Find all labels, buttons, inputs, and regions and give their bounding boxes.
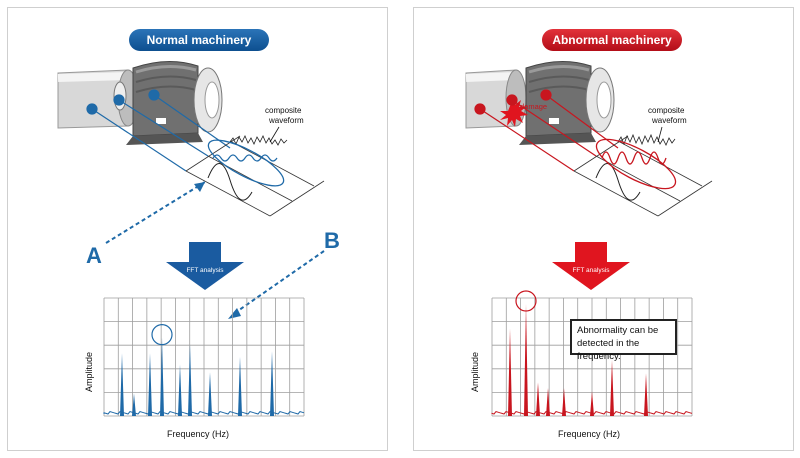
fft-arrow: FFT analysis — [166, 242, 244, 290]
spectrum-peak — [120, 353, 124, 416]
composite-label-line2: waveform — [651, 116, 687, 125]
arrow-b — [231, 250, 325, 316]
abnormal-machinery-title: Abnormal machinery — [542, 29, 682, 51]
fft-label: FFT analysis — [186, 267, 224, 274]
spectrum-peak — [132, 393, 136, 416]
measurement-arrows — [86, 89, 231, 172]
highlight-circle — [151, 324, 173, 346]
x-axis-label: Frequency (Hz) — [167, 429, 229, 439]
highlight-ellipse — [207, 139, 285, 187]
highlight-ellipse — [595, 138, 677, 190]
spectrum-peak — [238, 356, 242, 416]
spectrum-peak — [508, 328, 512, 416]
composite-label-line1: composite — [265, 106, 302, 115]
composite-label-line2: waveform — [268, 116, 304, 125]
normal-machinery-diagram: composite waveform A B FFT analysis Ampl… — [57, 60, 340, 439]
letter-b: B — [324, 228, 340, 253]
damage-label: damage — [520, 102, 547, 111]
motor-illustration — [465, 60, 615, 145]
spectrum-peak — [188, 344, 192, 416]
highlight-circle — [515, 290, 537, 312]
spectrum-peak — [590, 391, 594, 416]
abnormality-callout: Abnormality can be detected in the frequ… — [570, 319, 677, 362]
arrow-a — [105, 181, 206, 244]
chart-grid — [103, 297, 305, 417]
y-axis-label: Amplitude — [470, 352, 480, 392]
spectrum-peak — [610, 360, 614, 416]
spectrum-peak — [524, 304, 528, 416]
abnormal-machinery-diagram: damage composite waveform FFT analy — [465, 60, 713, 439]
normal-machinery-title: Normal machinery — [129, 29, 269, 51]
waveform-plane — [573, 133, 713, 217]
spectrum-peak — [178, 364, 182, 416]
fft-arrow: FFT analysis — [552, 242, 630, 290]
spectrum-peak — [270, 351, 274, 416]
x-axis-label: Frequency (Hz) — [558, 429, 620, 439]
spectrum-peak — [536, 382, 540, 416]
motor-illustration — [57, 60, 223, 145]
composite-label-line1: composite — [648, 106, 685, 115]
abnormal-machinery-panel: Abnormal machinery damage — [413, 7, 794, 451]
spectrum-peak — [562, 388, 566, 416]
normal-machinery-panel: Normal machinery — [7, 7, 388, 451]
fft-label: FFT analysis — [572, 267, 610, 274]
spectrum-peak — [148, 353, 152, 416]
y-axis-label: Amplitude — [84, 352, 94, 392]
spectrum-peak — [546, 388, 550, 416]
letter-a: A — [86, 243, 102, 268]
spectrum-chart — [103, 297, 305, 417]
spectrum-peak — [208, 372, 212, 416]
spectrum-peak — [644, 373, 648, 416]
damage-icon — [500, 98, 528, 127]
waveform-plane — [185, 135, 325, 217]
spectrum-peak — [160, 337, 164, 416]
